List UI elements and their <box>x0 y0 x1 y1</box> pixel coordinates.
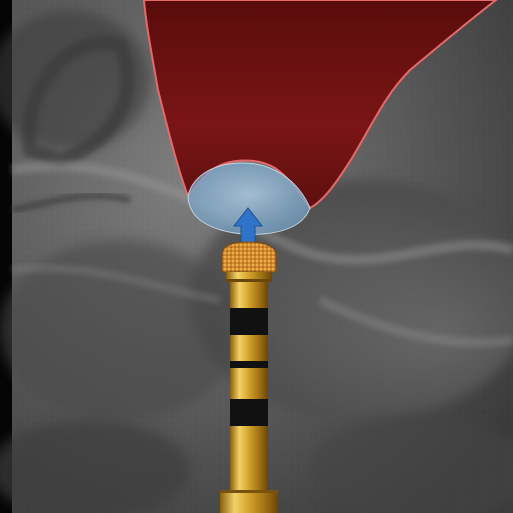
drill-lower-shank <box>220 492 278 513</box>
depth-band-3 <box>230 399 268 426</box>
drill-neck <box>226 272 272 280</box>
drill-tip <box>222 242 276 272</box>
depth-band-1 <box>230 308 268 335</box>
depth-band-2 <box>230 361 268 368</box>
